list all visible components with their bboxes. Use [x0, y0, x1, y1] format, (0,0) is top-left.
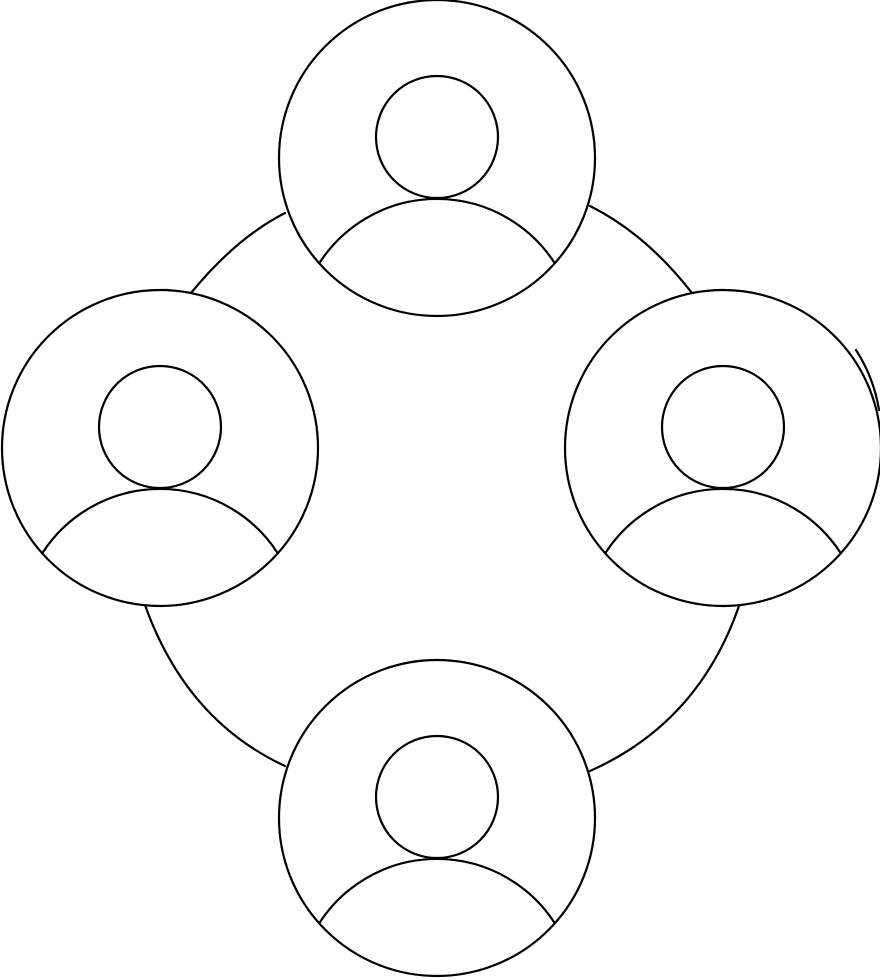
ring-arc-top-right	[588, 204, 694, 295]
user-avatar-icon	[318, 734, 556, 924]
user-avatar-icon	[604, 364, 842, 554]
user-avatar-icon	[41, 364, 279, 554]
user-node-bottom	[277, 658, 597, 978]
avatar-frame-circle	[0, 288, 320, 608]
avatar-shoulders	[318, 197, 556, 264]
user-avatar-icon	[318, 74, 556, 264]
ring-arc-top-left	[189, 211, 287, 295]
avatar-shoulders	[318, 857, 556, 924]
avatar-shoulders	[604, 487, 842, 554]
avatar-frame-circle	[277, 658, 597, 978]
ring-arc-bottom-right	[588, 601, 742, 773]
user-node-top	[277, 0, 597, 318]
user-node-left	[0, 288, 320, 608]
ring-arc-bottom-left	[143, 603, 287, 768]
avatar-frame-circle	[277, 0, 597, 318]
user-node-right	[563, 288, 880, 608]
ring-tail-right	[854, 348, 880, 412]
avatar-frame-circle	[563, 288, 880, 608]
avatar-shoulders	[41, 487, 279, 554]
